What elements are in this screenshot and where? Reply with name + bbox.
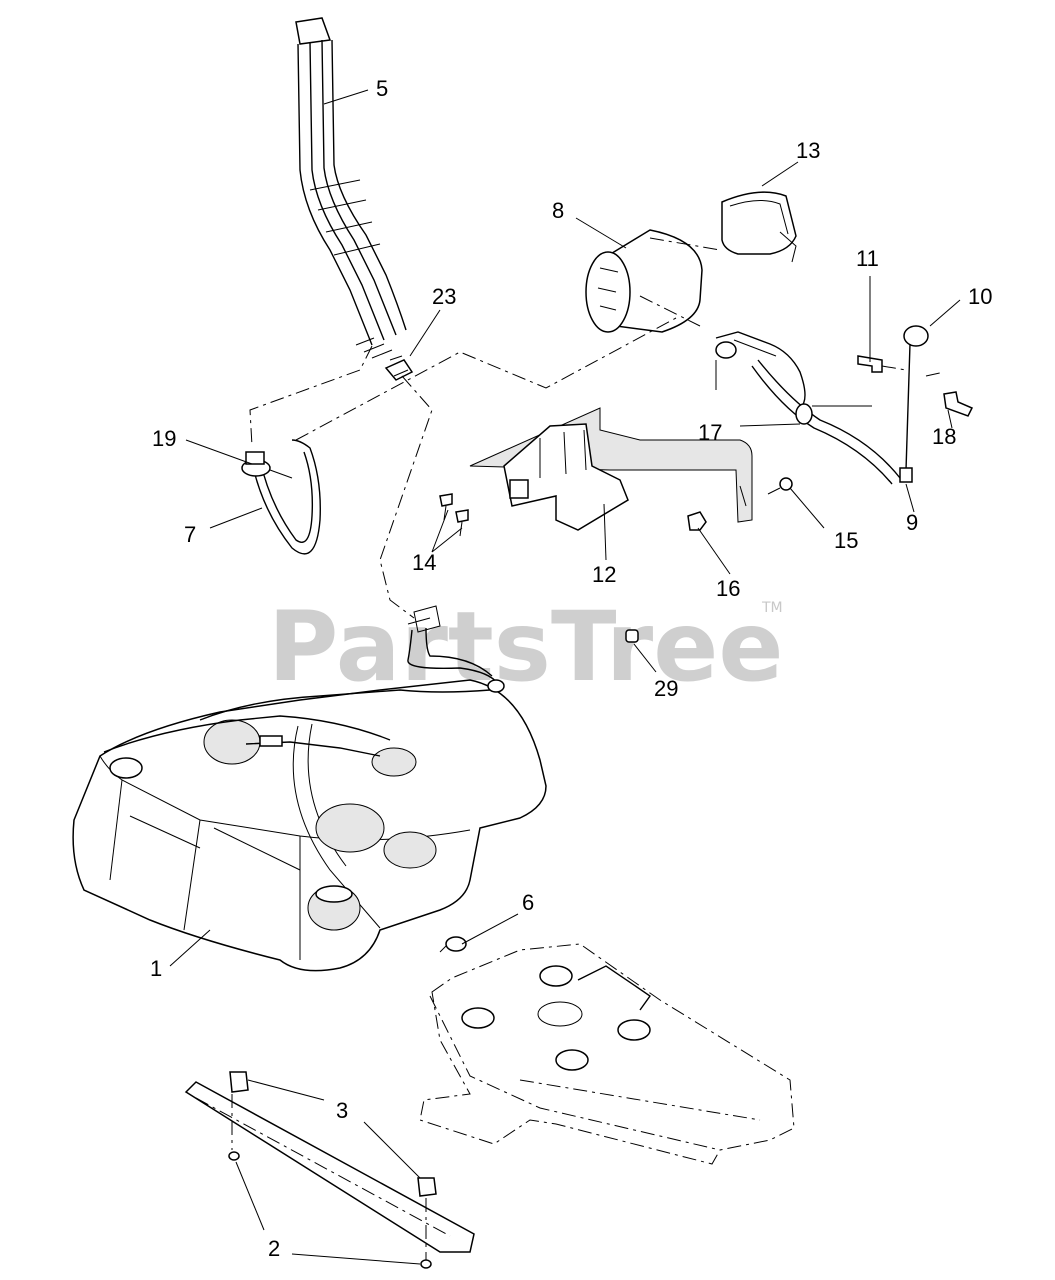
bumper-bar	[184, 1081, 475, 1253]
part-8-canister	[585, 229, 703, 333]
callout-11: 11	[856, 246, 879, 271]
part-14-screws	[439, 493, 469, 537]
part-9-fitting	[899, 467, 913, 483]
part-7-hose	[251, 439, 321, 555]
callout-14: 14	[412, 550, 436, 575]
part-15-bolt	[767, 477, 793, 495]
callout-2: 2	[268, 1236, 280, 1261]
part-5-fill-hose	[295, 17, 407, 359]
part-16-nut	[687, 511, 707, 531]
callout-3: 3	[336, 1098, 348, 1123]
part-11-fitting	[857, 355, 883, 373]
callout-23: 23	[432, 284, 456, 309]
callout-10: 10	[968, 284, 992, 309]
callout-6: 6	[522, 890, 534, 915]
callout-19: 19	[152, 426, 176, 451]
callout-1: 1	[150, 956, 162, 981]
callout-12: 12	[592, 562, 616, 587]
watermark-trademark: TM	[761, 600, 783, 616]
part-6-clamp	[439, 936, 467, 953]
part-29-plug	[625, 629, 639, 643]
callout-8: 8	[552, 198, 564, 223]
part-12-bracket	[469, 407, 753, 531]
part-23-clip	[384, 355, 414, 381]
part-10-cap	[903, 325, 929, 471]
part-1-fuel-tank	[72, 605, 547, 972]
part-3-bumper	[229, 1071, 437, 1197]
watermark-text: PartsTree	[268, 591, 783, 703]
callout-29: 29	[654, 676, 678, 701]
callout-9: 9	[906, 510, 918, 535]
part-2-nut	[228, 1151, 432, 1269]
part-19-clamp	[241, 451, 293, 479]
leader-lines	[169, 89, 961, 1265]
callout-15: 15	[834, 528, 858, 553]
routing-lines	[231, 237, 945, 1260]
callout-17: 17	[698, 420, 722, 445]
callout-16: 16	[716, 576, 740, 601]
part-13-strap	[721, 191, 797, 263]
part-17-vent-hose	[715, 331, 901, 485]
callout-18: 18	[932, 424, 956, 449]
callout-13: 13	[796, 138, 820, 163]
skid-plate-outline	[419, 943, 795, 1165]
callout-5: 5	[376, 76, 388, 101]
part-18-fitting	[943, 391, 974, 417]
callout-7: 7	[184, 522, 196, 547]
